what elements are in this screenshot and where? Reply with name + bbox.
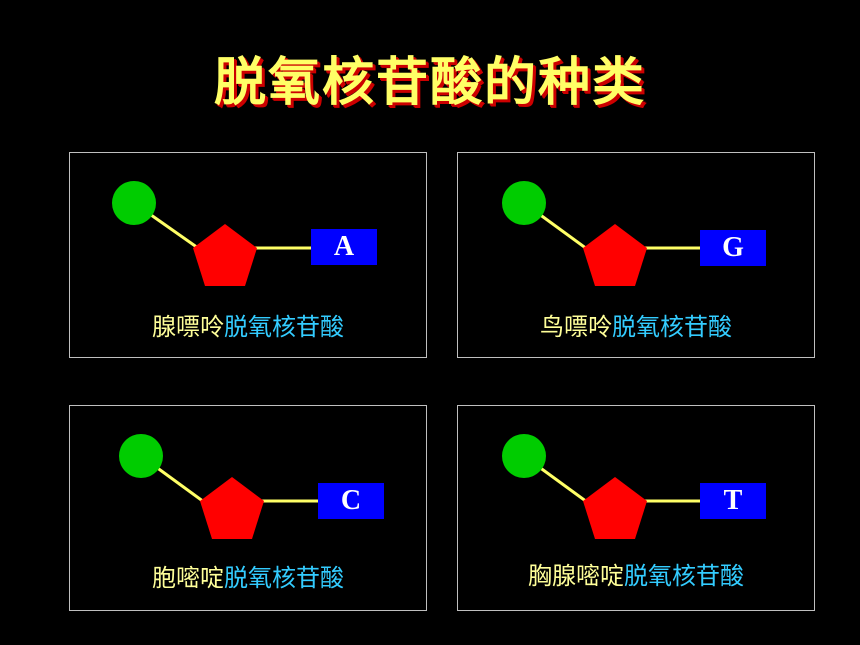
phosphate-circle: [502, 181, 546, 225]
deoxyribose-pentagon: [583, 224, 647, 286]
nucleotide-suffix: 脱氧核苷酸: [224, 564, 344, 592]
phosphate-circle: [119, 434, 163, 478]
nucleotide-suffix: 脱氧核苷酸: [612, 313, 732, 341]
nucleotide-diagram-a: [112, 181, 312, 286]
base-name: 腺嘌呤: [152, 313, 224, 341]
nucleotide-diagram-g: [502, 181, 702, 286]
nucleotide-suffix: 脱氧核苷酸: [224, 313, 344, 341]
nucleotide-panel-a: A 腺嘌呤脱氧核苷酸: [69, 152, 427, 358]
deoxyribose-pentagon: [200, 477, 264, 539]
nucleotide-panel-c: C 胞嘧啶脱氧核苷酸: [69, 405, 427, 611]
deoxyribose-pentagon: [583, 477, 647, 539]
nucleotide-name-a: 腺嘌呤脱氧核苷酸: [70, 307, 426, 342]
nucleotide-panel-t: T 胸腺嘧啶脱氧核苷酸: [457, 405, 815, 611]
nucleotide-name-c: 胞嘧啶脱氧核苷酸: [70, 558, 426, 593]
nucleotide-name-t: 胸腺嘧啶脱氧核苷酸: [458, 556, 814, 591]
nucleotide-diagram-t: [502, 434, 702, 539]
nucleotide-panel-g: G 鸟嘌呤脱氧核苷酸: [457, 152, 815, 358]
base-box-c: C: [318, 483, 384, 519]
nucleotide-name-g: 鸟嘌呤脱氧核苷酸: [458, 307, 814, 342]
nucleotide-diagram-c: [119, 434, 319, 539]
base-name: 鸟嘌呤: [540, 313, 612, 341]
nucleotide-suffix: 脱氧核苷酸: [624, 562, 744, 590]
base-box-a: A: [311, 229, 377, 265]
slide-title: 脱氧核苷酸的种类: [213, 53, 646, 113]
base-box-t: T: [700, 483, 766, 519]
base-box-g: G: [700, 230, 766, 266]
base-name: 胞嘧啶: [152, 564, 224, 592]
phosphate-circle: [502, 434, 546, 478]
base-name: 胸腺嘧啶: [528, 562, 624, 590]
deoxyribose-pentagon: [193, 224, 257, 286]
phosphate-circle: [112, 181, 156, 225]
